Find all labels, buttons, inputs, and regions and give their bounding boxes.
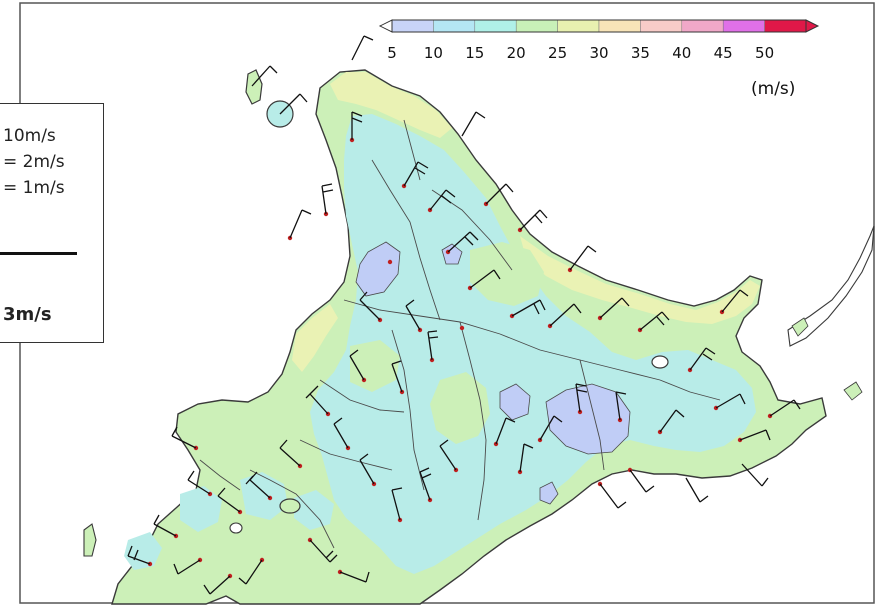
colorbar-cell [598, 19, 641, 33]
band-20-25-west [292, 304, 338, 372]
colorbar-cell [515, 19, 558, 33]
colorbar-outline [391, 19, 807, 33]
legend-scale-bar [0, 252, 77, 255]
colorbar-tick-label: 10 [423, 44, 443, 62]
legend-line-pennant: 10m/s [3, 126, 56, 146]
legend-scale-label: 3m/s [3, 304, 52, 325]
band-10-15-sw-d [294, 490, 334, 530]
lake-shikotsu [279, 498, 301, 514]
colorbar-cell [474, 19, 517, 33]
band-5-10-a [355, 241, 401, 297]
colorbar-tick-label: 50 [755, 44, 775, 62]
band-10-15-central [310, 114, 756, 574]
colorbar-tick-label: 30 [589, 44, 609, 62]
colorbar-tick-label: 35 [630, 44, 650, 62]
band-15-20-inner-a [470, 242, 544, 306]
shikotan-outline [843, 381, 863, 401]
colorbar-cells [391, 19, 807, 33]
band-10-15-sw-a [180, 486, 222, 532]
legend-line-full-barb: = 2m/s [3, 152, 65, 172]
colorbar [378, 19, 820, 33]
band-20-25-northeast [520, 236, 760, 324]
colorbar-cell [557, 19, 600, 33]
colorbar-unit: (m/s) [751, 79, 796, 99]
lake-toya [229, 522, 243, 534]
band-5-10-c [499, 383, 531, 421]
colorbar-cell [681, 19, 724, 33]
band-10-15-sw-b [124, 532, 162, 570]
colorbar-right-arrow [805, 19, 820, 33]
wind-barbs [127, 35, 801, 595]
colorbar-tick-label: 5 [387, 44, 397, 62]
band-5-10-e [539, 481, 559, 505]
island-okushiri [83, 523, 97, 557]
colorbar-cell [640, 19, 683, 33]
band-15-20-inner-b [430, 372, 490, 444]
colorbar-tick-label: 15 [465, 44, 485, 62]
colorbar-cell [433, 19, 476, 33]
wind-barb-legend: 10m/s = 2m/s = 1m/s 3m/s [0, 103, 104, 343]
colorbar-left-arrow [378, 19, 393, 33]
colorbar-tick-label: 40 [672, 44, 692, 62]
band-5-10-d [441, 243, 463, 265]
band-20-25-north [330, 72, 452, 138]
colorbar-tick-label: 20 [506, 44, 526, 62]
colorbar-cell [764, 19, 807, 33]
island-rebun [245, 69, 263, 105]
colorbar-tick-label: 25 [548, 44, 568, 62]
lake-kussharo [651, 355, 669, 369]
colorbar-cell [391, 19, 434, 33]
legend-line-half-barb: = 1m/s [3, 178, 65, 198]
kuril-land-strip [791, 317, 809, 337]
colorbar-tick-label: 45 [713, 44, 733, 62]
colorbar-cell [722, 19, 765, 33]
band-10-15-sw-c [240, 472, 288, 520]
